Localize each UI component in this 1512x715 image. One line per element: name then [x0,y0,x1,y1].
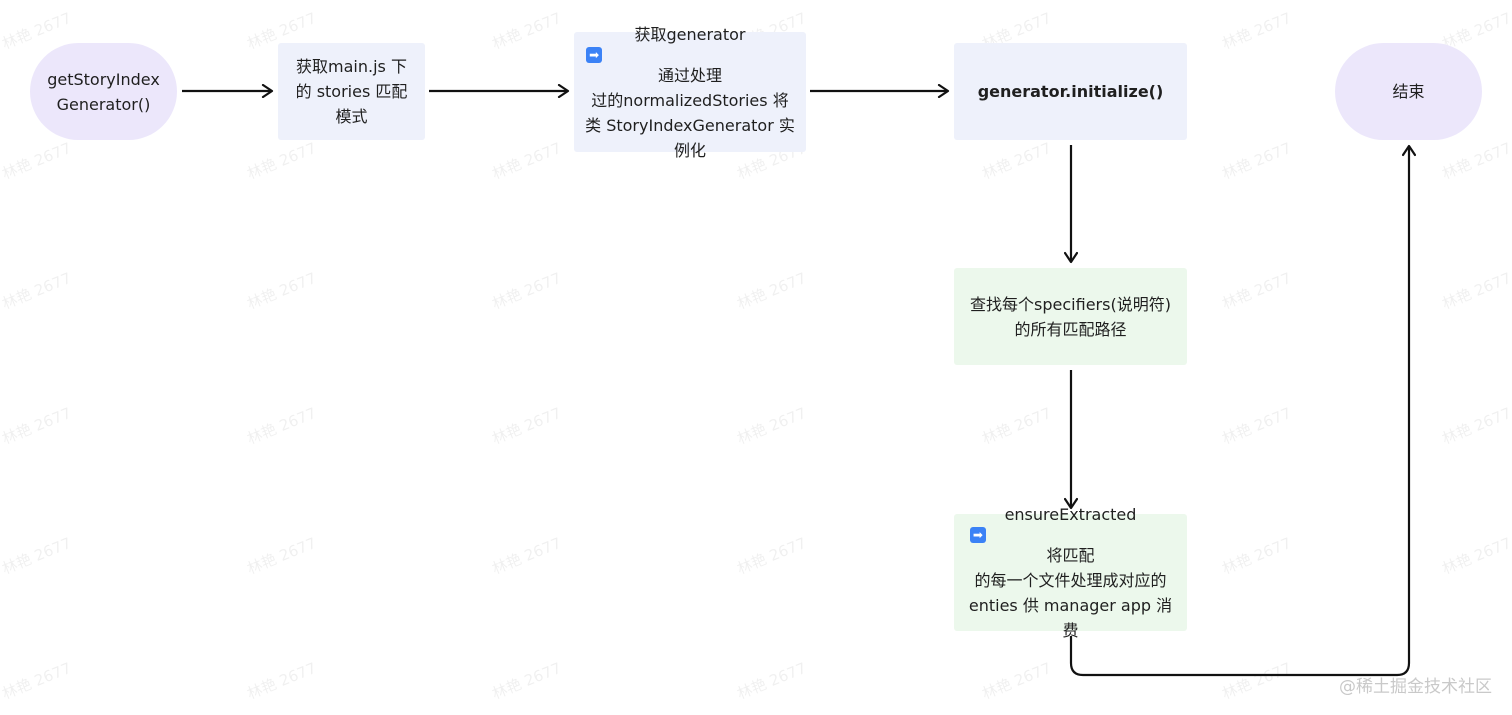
node-step2-line3: 类 StoryIndexGenerator 实 [585,115,795,135]
node-start-line2: Generator() [56,94,151,114]
node-step2-line1b: 通过处理 [657,65,722,85]
node-step4-line2: 的所有匹配路径 [1014,319,1127,339]
footer-credit: @稀土掘金技术社区 [1339,677,1492,697]
node-step3-line1: generator.initialize() [977,82,1164,101]
node-step4-line1: 查找每个specifiers(说明符) [970,294,1171,314]
right-arrow-icon: ➡ [969,527,986,543]
node-step3: generator.initialize() [954,43,1187,140]
node-step1-line1: 获取main.js 下 [296,57,407,76]
node-step5: ensureExtracted ➡ 将匹配 的每一个文件处理成对应的 enties … [954,505,1187,640]
right-arrow-icon: ➡ [586,46,603,63]
node-step2-line1: 获取generator ➡ 通过处理 [585,22,795,88]
node-step5-line4: 费 [1062,621,1079,640]
node-step1-line3: 模式 [335,107,368,126]
node-step5-line1a: ensureExtracted [1004,505,1137,524]
node-start: getStoryIndex Generator() [30,43,177,140]
node-step2-line1a: 获取generator [634,24,746,44]
edge-step5-to-end [1069,146,1409,677]
node-step2-line4: 例化 [673,140,706,160]
node-step4: 查找每个specifiers(说明符) 的所有匹配路径 [954,268,1187,365]
node-step1-line2: 的 stories 匹配 [295,82,408,101]
node-step5-line2: 的每一个文件处理成对应的 [974,571,1167,590]
node-end-line1: 结束 [1392,82,1425,101]
node-step5-line3: enties 供 manager app 消 [968,596,1173,615]
node-step2: 获取generator ➡ 通过处理 过的normalizedStories 将 类… [574,25,806,160]
node-step2-line2: 过的normalizedStories 将 [591,90,789,110]
node-start-line1: getStoryIndex [47,69,160,89]
node-step5-line1: ensureExtracted ➡ 将匹配 [969,502,1172,568]
node-step1: 获取main.js 下 的 stories 匹配 模式 [278,43,425,140]
node-step5-line1b: 将匹配 [1046,546,1095,565]
node-end: 结束 [1335,43,1482,140]
